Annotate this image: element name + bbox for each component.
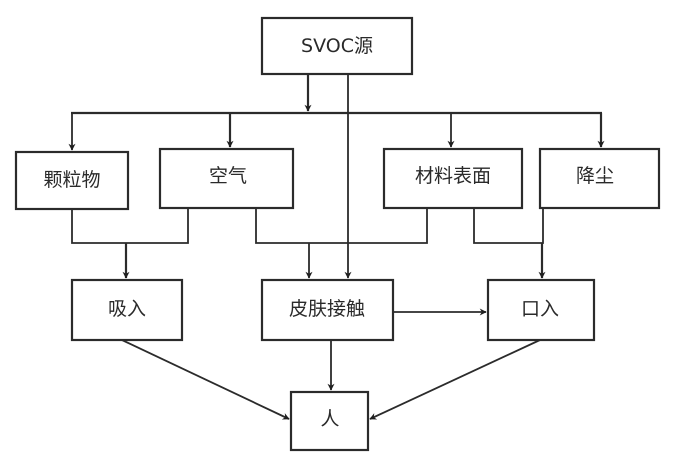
node-dermal-contact: 皮肤接触 bbox=[260, 278, 395, 342]
node-air-label: 空气 bbox=[209, 165, 247, 187]
node-human-label: 人 bbox=[320, 408, 339, 430]
edge-oral-to-human bbox=[369, 339, 541, 420]
edge-particles-air-merge bbox=[71, 208, 189, 244]
node-oral-intake: 口入 bbox=[486, 278, 596, 342]
node-particles-label: 颗粒物 bbox=[43, 169, 100, 191]
node-svoc-source-label: SVOC源 bbox=[301, 35, 373, 57]
node-inhalation: 吸入 bbox=[70, 278, 184, 342]
node-air: 空气 bbox=[158, 147, 295, 210]
node-svoc-source: SVOC源 bbox=[260, 16, 414, 76]
edge-surface-dust-merge bbox=[473, 208, 544, 244]
node-material-surface: 材料表面 bbox=[382, 147, 524, 210]
edge-air-surface-merge bbox=[255, 208, 428, 244]
node-particles: 颗粒物 bbox=[14, 150, 130, 211]
node-dermal-contact-label: 皮肤接触 bbox=[289, 298, 365, 320]
node-oral-intake-label: 口入 bbox=[521, 298, 559, 320]
node-dustfall: 降尘 bbox=[538, 147, 661, 210]
node-material-surface-label: 材料表面 bbox=[415, 165, 491, 187]
node-inhalation-label: 吸入 bbox=[108, 298, 146, 320]
node-dustfall-label: 降尘 bbox=[576, 165, 614, 187]
edge-inhalation-to-human bbox=[121, 339, 290, 420]
node-human: 人 bbox=[289, 390, 370, 452]
